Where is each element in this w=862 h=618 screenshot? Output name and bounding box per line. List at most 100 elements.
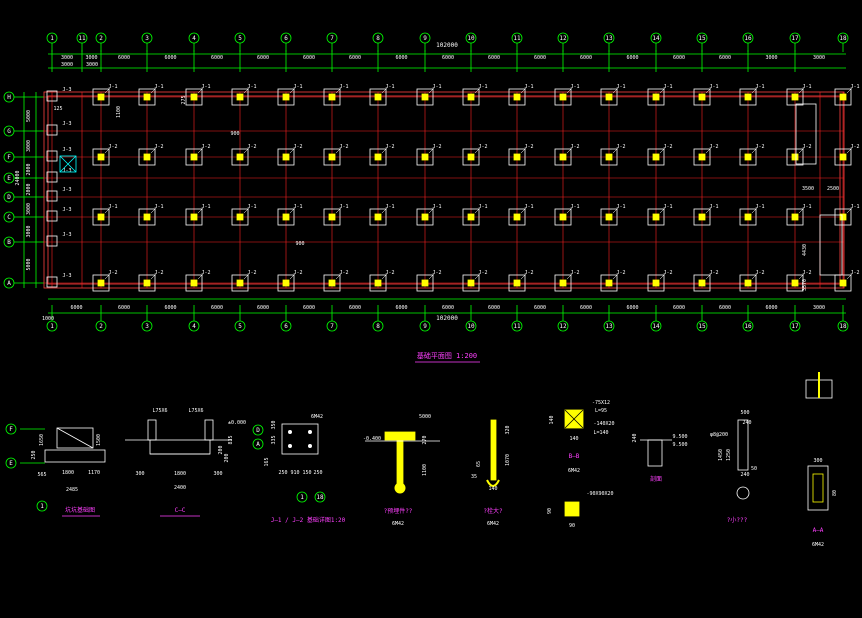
column bbox=[791, 93, 799, 101]
column bbox=[559, 279, 567, 287]
tag-leader bbox=[289, 147, 296, 154]
footing bbox=[92, 208, 110, 226]
footing bbox=[739, 208, 757, 226]
d3-axis-1-text: 1 bbox=[300, 494, 304, 501]
footing bbox=[834, 208, 852, 226]
footing bbox=[693, 148, 711, 166]
d4-title: ?预埋件?? bbox=[384, 507, 413, 515]
col-axis-bot-13-text: 14 bbox=[652, 323, 660, 330]
footing-tag: J-2 bbox=[663, 144, 672, 150]
col-axis-top-10-text: 10 bbox=[467, 35, 475, 42]
footing bbox=[554, 208, 572, 226]
footing-tag: J-2 bbox=[570, 144, 579, 150]
column bbox=[190, 93, 198, 101]
footing-tag: J-1 bbox=[154, 204, 163, 210]
d7-dim-240: 240 bbox=[632, 433, 638, 442]
tag-leader bbox=[705, 147, 712, 154]
footing bbox=[600, 148, 618, 166]
tag-leader bbox=[566, 273, 573, 280]
footing-tag: J-1 bbox=[385, 84, 394, 90]
tag-leader bbox=[243, 147, 250, 154]
d2-dim-2400: 2400 bbox=[174, 485, 186, 491]
footing bbox=[554, 274, 572, 292]
d2-dim-835: 835 bbox=[228, 435, 234, 444]
column bbox=[698, 153, 706, 161]
tag-leader bbox=[798, 147, 805, 154]
col-axis-bot-15-text: 16 bbox=[744, 323, 752, 330]
footing-tag: J-2 bbox=[339, 144, 348, 150]
d1-title: 坑坑基础图 bbox=[65, 506, 95, 514]
inner-wall bbox=[47, 95, 841, 285]
top-dim-2: 6000 bbox=[118, 55, 130, 61]
d3-dim-250b: 250 bbox=[313, 470, 322, 476]
d1-axis-1-text: 1 bbox=[40, 503, 44, 510]
column bbox=[97, 213, 105, 221]
footing bbox=[416, 88, 434, 106]
column bbox=[744, 93, 752, 101]
d7-title: 剖面 bbox=[650, 475, 662, 483]
d6-lbl-2: L=95 bbox=[595, 408, 607, 414]
d5-dim-320: 320 bbox=[505, 425, 511, 434]
d3-plate bbox=[281, 423, 319, 455]
d2-dim-1800: 1800 bbox=[174, 471, 186, 477]
d1-dim-250: 250 bbox=[31, 450, 37, 459]
tag-leader bbox=[197, 207, 204, 214]
d1-dim-1170: 1170 bbox=[88, 470, 100, 476]
footing bbox=[416, 274, 434, 292]
footing-tag: J-1 bbox=[802, 84, 811, 90]
left-dim-0: 5000 bbox=[26, 110, 32, 122]
column bbox=[374, 213, 382, 221]
tag-leader bbox=[428, 207, 435, 214]
footing bbox=[138, 148, 156, 166]
tag-leader bbox=[659, 147, 666, 154]
left-dim-3: 2000 bbox=[26, 183, 32, 195]
footing-tag: J-2 bbox=[339, 270, 348, 276]
footing-tag: J-1 bbox=[247, 204, 256, 210]
footing-tag: J-2 bbox=[524, 144, 533, 150]
footing-tag: J-2 bbox=[755, 144, 764, 150]
footing bbox=[834, 148, 852, 166]
d6-lbl-4: L=140 bbox=[593, 430, 608, 436]
column bbox=[282, 93, 290, 101]
column bbox=[652, 93, 660, 101]
d4-anchor bbox=[396, 434, 404, 488]
column bbox=[236, 93, 244, 101]
tag-leader bbox=[289, 273, 296, 280]
d4-dim-1100: 1100 bbox=[422, 464, 428, 476]
d6-lbl-6m42: 6M42 bbox=[568, 468, 580, 474]
footing bbox=[554, 148, 572, 166]
footing bbox=[786, 274, 804, 292]
column bbox=[328, 153, 336, 161]
column bbox=[282, 279, 290, 287]
d3-dim-910: 910 bbox=[290, 470, 299, 476]
tag-leader bbox=[846, 87, 853, 94]
col-axis-top-17-text: 17 bbox=[791, 35, 799, 42]
dim-3500: 3500 bbox=[802, 186, 814, 192]
footing bbox=[600, 274, 618, 292]
column bbox=[744, 213, 752, 221]
column bbox=[236, 153, 244, 161]
tag-leader bbox=[150, 87, 157, 94]
tag-leader bbox=[474, 273, 481, 280]
d9-dim-300: 300 bbox=[813, 458, 822, 464]
dim-900-a: 900 bbox=[230, 131, 239, 137]
d1-dim-1800: 1800 bbox=[62, 470, 74, 476]
bot-dim-10: 6000 bbox=[534, 305, 546, 311]
col-axis-bot-9-text: 10 bbox=[467, 323, 475, 330]
column bbox=[698, 213, 706, 221]
top-dim-15: 6000 bbox=[719, 55, 731, 61]
column bbox=[791, 213, 799, 221]
d5-dim-1070: 1070 bbox=[505, 454, 511, 466]
end-footing-tag: J-3 bbox=[62, 121, 71, 127]
bot-dim-0: 6000 bbox=[70, 305, 82, 311]
end-footing-tag: J-3 bbox=[62, 273, 71, 279]
col-axis-top-8-text: 8 bbox=[376, 35, 380, 42]
d7-box bbox=[647, 439, 663, 467]
d4-label-6m42: 6M42 bbox=[392, 521, 404, 527]
d2-dim-300a: 300 bbox=[135, 471, 144, 477]
footing-tag: J-2 bbox=[709, 144, 718, 150]
footing bbox=[185, 148, 203, 166]
top-dim-13: 6000 bbox=[626, 55, 638, 61]
column bbox=[652, 213, 660, 221]
tag-leader bbox=[751, 87, 758, 94]
